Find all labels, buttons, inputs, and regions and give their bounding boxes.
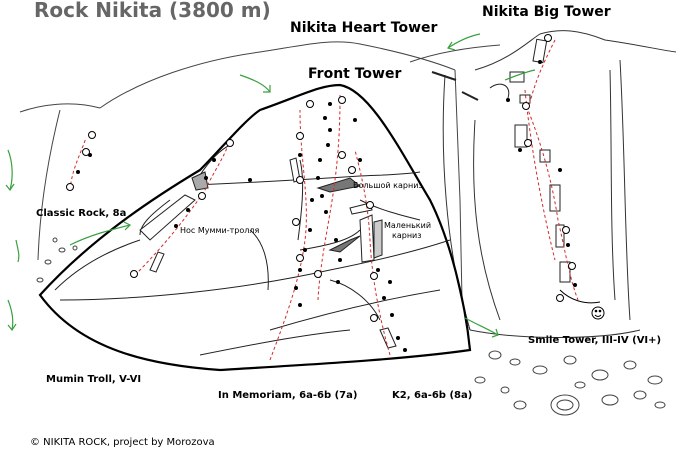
tower-label-big: Nikita Big Tower [482, 4, 611, 20]
belay-stations [66, 34, 576, 322]
big-tower-blocks [431, 38, 571, 283]
karniz-shapes [191, 171, 362, 253]
route-line-center [317, 94, 341, 301]
topo-title: Rock Nikita (3800 m) [34, 0, 271, 22]
bolts [76, 60, 577, 352]
route-label-k2: K2, 6a-6b (8a) [392, 390, 472, 401]
route-label-memoriam: In Memoriam, 6a-6b (7a) [218, 390, 357, 401]
approach-arrows [5, 33, 536, 338]
feature-label-nos: Нос Мумми-тролля [180, 226, 260, 235]
tower-label-heart: Nikita Heart Tower [290, 20, 438, 36]
front-tower-outline [38, 83, 472, 372]
smile-face-icon [559, 289, 605, 320]
footer-credit: © NIKITA ROCK, project by Morozova [30, 437, 215, 448]
scree-boulders [474, 350, 666, 416]
big-tower-outline [442, 30, 677, 338]
route-line-bigtower [527, 39, 579, 301]
feature-label-malenkiy-2: карниз [392, 231, 422, 240]
tower-label-front: Front Tower [308, 66, 401, 82]
background-ridges [19, 41, 501, 331]
route-line-classic [69, 137, 87, 191]
rock-detail-lines [54, 144, 451, 356]
feature-label-bolshoy-karniz: Большой карниз [353, 181, 423, 190]
route-line-smile [524, 89, 556, 261]
route-label-classic: Classic Rock, 8a [36, 208, 126, 219]
left-scree [36, 237, 78, 283]
route-label-smile: Smile Tower, III-IV (VI+) [528, 335, 661, 346]
route-line-k2 [354, 149, 391, 356]
route-label-mumin: Mumin Troll, V-VI [46, 374, 141, 385]
route-line-memoriam [269, 109, 307, 361]
feature-label-malenkiy-1: Маленький [384, 221, 431, 230]
